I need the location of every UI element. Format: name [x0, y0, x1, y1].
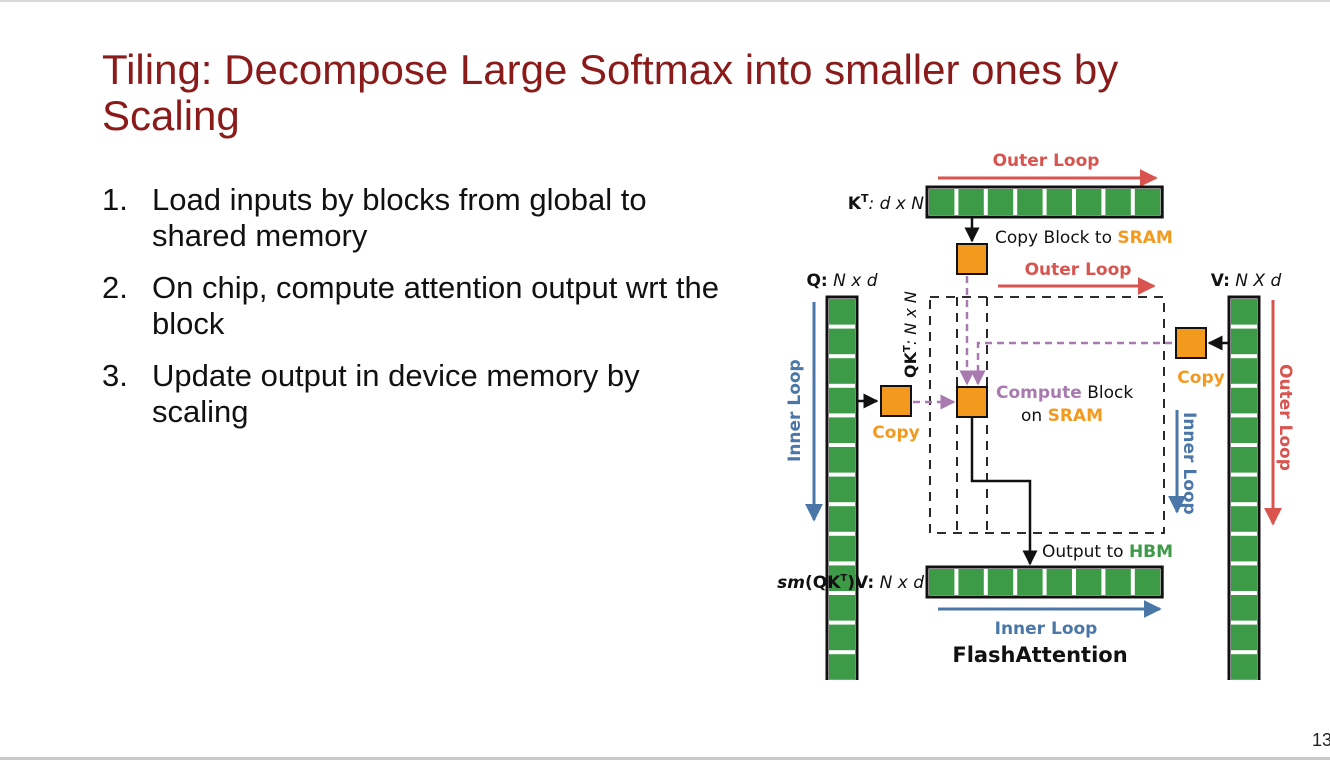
- q-block: [829, 447, 855, 473]
- v-block: [1231, 624, 1257, 651]
- compute-block: [956, 386, 988, 418]
- v-block: [1231, 299, 1257, 325]
- q-block: [829, 299, 855, 325]
- bullet-item-2: 2. On chip, compute attention output wrt …: [102, 270, 722, 342]
- q-block: [829, 595, 855, 621]
- q-block: [829, 417, 855, 443]
- kt-block: [929, 189, 955, 215]
- q-block: [829, 506, 855, 532]
- q-block: [829, 387, 855, 414]
- qkt-label: QKT: N x N: [901, 291, 920, 378]
- v-label: V: N X d: [1211, 271, 1282, 291]
- flashattention-caption: FlashAttention: [952, 643, 1127, 667]
- v-column: [1227, 295, 1261, 680]
- bullet-number: 1.: [102, 182, 128, 217]
- copy-block-label: Copy Block to SRAM: [995, 228, 1173, 248]
- kt-block: [1105, 189, 1131, 215]
- v-block: [1231, 595, 1257, 621]
- q-block: [829, 565, 855, 591]
- flashattention-diagram: Outer Loop KT: d x N Copy Block to SRAM …: [777, 151, 1295, 680]
- v-block: [1231, 387, 1257, 414]
- q-label: Q: N x d: [806, 271, 877, 291]
- q-column: [825, 295, 859, 680]
- bullet-number: 2.: [102, 270, 128, 305]
- page-number: 13: [1312, 730, 1330, 750]
- kt-block: [987, 189, 1014, 215]
- inner-loop-bottom-label: Inner Loop: [995, 619, 1098, 639]
- compute-block-label: Compute Block: [996, 383, 1133, 403]
- v-block: [1231, 358, 1257, 384]
- output-block: [1134, 569, 1161, 595]
- v-block: [1231, 328, 1257, 355]
- qkt-dashed-box: [929, 296, 1165, 534]
- kt-block: [1017, 189, 1043, 215]
- output-to-hbm-label: Output to HBM: [1042, 542, 1173, 562]
- outer-loop-top-label: Outer Loop: [993, 151, 1100, 171]
- kt-label: KT: d x N: [848, 192, 924, 214]
- slide-title: Tiling: Decompose Large Softmax into sma…: [102, 46, 1119, 139]
- top-rule: [0, 0, 1330, 2]
- q-block: [829, 535, 855, 562]
- v-block: [1231, 535, 1257, 562]
- q-block: [829, 624, 855, 651]
- q-block: [829, 476, 855, 503]
- output-block: [987, 569, 1014, 595]
- q-copy-block: [880, 385, 912, 417]
- output-block: [1017, 569, 1043, 595]
- v-block: [1231, 447, 1257, 473]
- outer-loop-mid-label: Outer Loop: [1025, 260, 1132, 280]
- kt-block: [1134, 189, 1161, 215]
- copy-right-label: Copy: [1177, 368, 1224, 388]
- inner-loop-left-label: Inner Loop: [785, 359, 805, 462]
- output-row-label: sm(QKT)V: N x d: [777, 573, 924, 593]
- bullet-item-3: 3. Update output in device memory by scal…: [102, 358, 722, 430]
- output-block: [1046, 569, 1072, 595]
- bullet-list: 1. Load inputs by blocks from global to s…: [102, 182, 722, 446]
- bullet-text: On chip, compute attention output wrt th…: [152, 270, 719, 341]
- kt-block-outline: [925, 185, 1164, 219]
- v-block: [1231, 506, 1257, 532]
- inner-loop-right-label: Inner Loop: [1179, 412, 1199, 515]
- bullet-text: Update output in device memory by scalin…: [152, 358, 640, 429]
- kt-copy-block: [956, 243, 988, 275]
- v-block: [1231, 565, 1257, 591]
- bullet-item-1: 1. Load inputs by blocks from global to s…: [102, 182, 722, 254]
- q-block: [829, 328, 855, 355]
- output-block: [1076, 569, 1102, 595]
- compute-on-sram-label: on SRAM: [1021, 406, 1103, 426]
- q-block: [829, 654, 855, 680]
- output-block-outline: [925, 565, 1164, 599]
- copy-left-label: Copy: [872, 423, 919, 443]
- v-block: [1231, 476, 1257, 503]
- v-block: [1231, 417, 1257, 443]
- bullet-number: 3.: [102, 358, 128, 393]
- kt-block: [958, 189, 984, 215]
- bottom-rule: [0, 757, 1330, 760]
- output-block: [1105, 569, 1131, 595]
- output-block: [929, 569, 955, 595]
- kt-block: [1076, 189, 1102, 215]
- v-copy-block: [1175, 327, 1207, 359]
- q-block: [829, 358, 855, 384]
- v-block: [1231, 654, 1257, 680]
- q-block-outline: [825, 295, 859, 680]
- outer-loop-right-label: Outer Loop: [1275, 364, 1295, 471]
- kt-block: [1046, 189, 1072, 215]
- output-path-arrow: [970, 418, 1038, 566]
- v-block-outline: [1227, 295, 1261, 680]
- purple-path-v: [970, 341, 1172, 386]
- output-block: [958, 569, 984, 595]
- output-row: [925, 565, 1164, 599]
- bullet-text: Load inputs by blocks from global to sha…: [152, 182, 647, 253]
- kt-row: [925, 185, 1164, 219]
